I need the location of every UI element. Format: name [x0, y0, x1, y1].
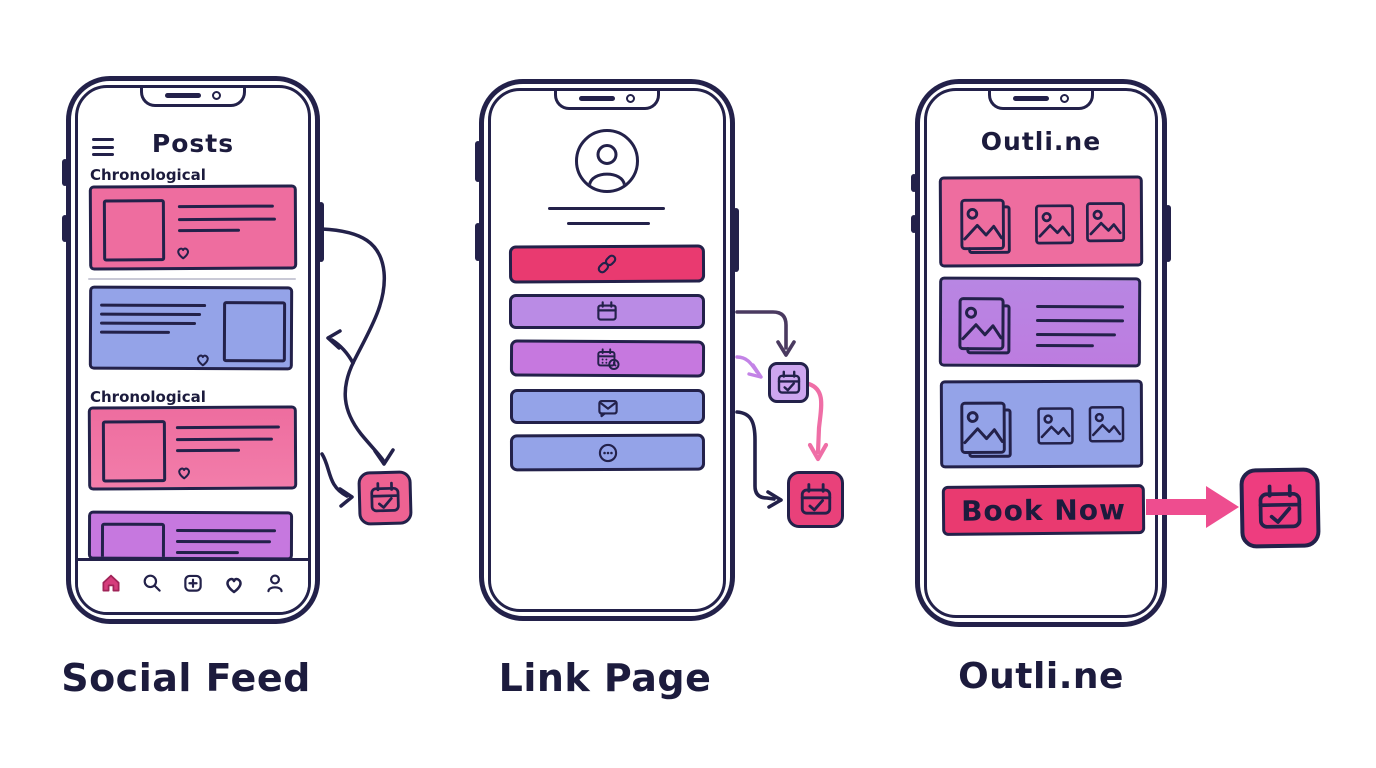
- post-image-placeholder: [100, 522, 166, 561]
- text-line: [178, 228, 241, 233]
- text-line: [175, 550, 239, 555]
- text-line: [1035, 332, 1116, 337]
- photo-icon: [1037, 407, 1074, 445]
- speaker-icon: [1013, 95, 1049, 101]
- volume-button: [62, 215, 68, 242]
- phone-frame-outline: Outli.ne: [911, 79, 1171, 627]
- post-image-placeholder: [222, 301, 287, 363]
- heart-icon[interactable]: [222, 571, 246, 595]
- post-card: [87, 405, 298, 491]
- gallery-card: [939, 379, 1144, 469]
- volume-button: [62, 159, 68, 186]
- calendar-button[interactable]: [509, 294, 705, 329]
- link-icon: [597, 254, 617, 274]
- text-line: [175, 425, 280, 430]
- post-image-placeholder: [101, 420, 167, 483]
- post-image-placeholder: [102, 199, 166, 262]
- phone-screen: Posts Chronological Chronological: [75, 85, 311, 615]
- camera-icon: [626, 93, 635, 103]
- hamburger-icon[interactable]: [92, 138, 114, 156]
- post-card: [88, 285, 294, 371]
- post-card: [87, 510, 294, 561]
- text-line: [100, 312, 202, 317]
- text-line: [1036, 318, 1125, 323]
- power-button: [318, 202, 324, 262]
- text-line: [567, 222, 650, 225]
- avatar-icon: [574, 128, 640, 198]
- text-line: [548, 207, 665, 210]
- heart-icon[interactable]: [175, 463, 193, 480]
- camera-icon: [212, 90, 221, 100]
- text-line: [177, 217, 276, 222]
- notch: [988, 91, 1094, 110]
- notch: [140, 88, 246, 107]
- photo-stack-icon: [960, 198, 1011, 254]
- power-button: [733, 208, 739, 272]
- calendar-check-icon: [787, 471, 844, 528]
- phone-frame-social-feed: Posts Chronological Chronological: [62, 76, 324, 624]
- text-line: [99, 330, 170, 334]
- caption-outline: Outli.ne: [958, 656, 1124, 697]
- caption-social-feed: Social Feed: [61, 656, 311, 700]
- page-title: Posts: [151, 129, 235, 158]
- speaker-icon: [579, 95, 615, 101]
- gallery-card: [938, 175, 1144, 268]
- heart-icon[interactable]: [174, 243, 192, 260]
- heart-icon[interactable]: [194, 350, 212, 367]
- more-button[interactable]: [509, 433, 706, 472]
- text-line: [177, 204, 274, 209]
- link-button[interactable]: [508, 244, 706, 284]
- calendar-check-icon: [768, 362, 809, 403]
- message-icon: [597, 399, 618, 417]
- message-button[interactable]: [510, 389, 705, 424]
- notch: [554, 91, 660, 110]
- profile-icon[interactable]: [263, 571, 287, 595]
- book-now-button[interactable]: Book Now: [941, 484, 1146, 536]
- section-label: Chronological: [90, 166, 206, 184]
- search-icon[interactable]: [140, 571, 164, 595]
- photo-icon: [1088, 405, 1125, 443]
- speaker-icon: [165, 92, 201, 98]
- calendar-clock-icon: [596, 347, 619, 370]
- photo-stack-icon: [958, 297, 1011, 355]
- calendar-icon: [597, 300, 617, 321]
- page-title: Outli.ne: [980, 127, 1102, 156]
- volume-button: [475, 141, 481, 182]
- text-line: [1035, 343, 1094, 348]
- gallery-card: [938, 276, 1142, 368]
- text-line: [175, 539, 271, 544]
- post-card: [88, 184, 298, 271]
- tab-bar: [78, 558, 308, 612]
- power-button: [1165, 205, 1171, 262]
- text-line: [100, 321, 197, 326]
- volume-button: [475, 223, 481, 261]
- photo-stack-icon: [960, 401, 1012, 458]
- phone-frame-link-page: [475, 79, 739, 621]
- phone-screen: Outli.ne: [924, 88, 1158, 618]
- volume-button: [911, 215, 917, 233]
- more-icon: [598, 443, 617, 462]
- photo-icon: [1034, 204, 1075, 245]
- caption-link-page: Link Page: [498, 656, 712, 700]
- text-line: [176, 528, 277, 533]
- schedule-button[interactable]: [509, 339, 706, 378]
- divider: [88, 278, 296, 280]
- calendar-check-icon: [357, 470, 413, 526]
- text-line: [1036, 304, 1125, 309]
- calendar-check-icon: [1239, 467, 1321, 549]
- text-line: [175, 437, 273, 442]
- text-line: [176, 448, 241, 453]
- photo-icon: [1085, 202, 1126, 243]
- phone-screen: [488, 88, 726, 612]
- add-post-icon[interactable]: [181, 571, 205, 595]
- text-line: [100, 303, 207, 308]
- section-label: Chronological: [90, 388, 206, 406]
- camera-icon: [1060, 93, 1069, 103]
- home-icon[interactable]: [99, 571, 123, 595]
- volume-button: [911, 174, 917, 192]
